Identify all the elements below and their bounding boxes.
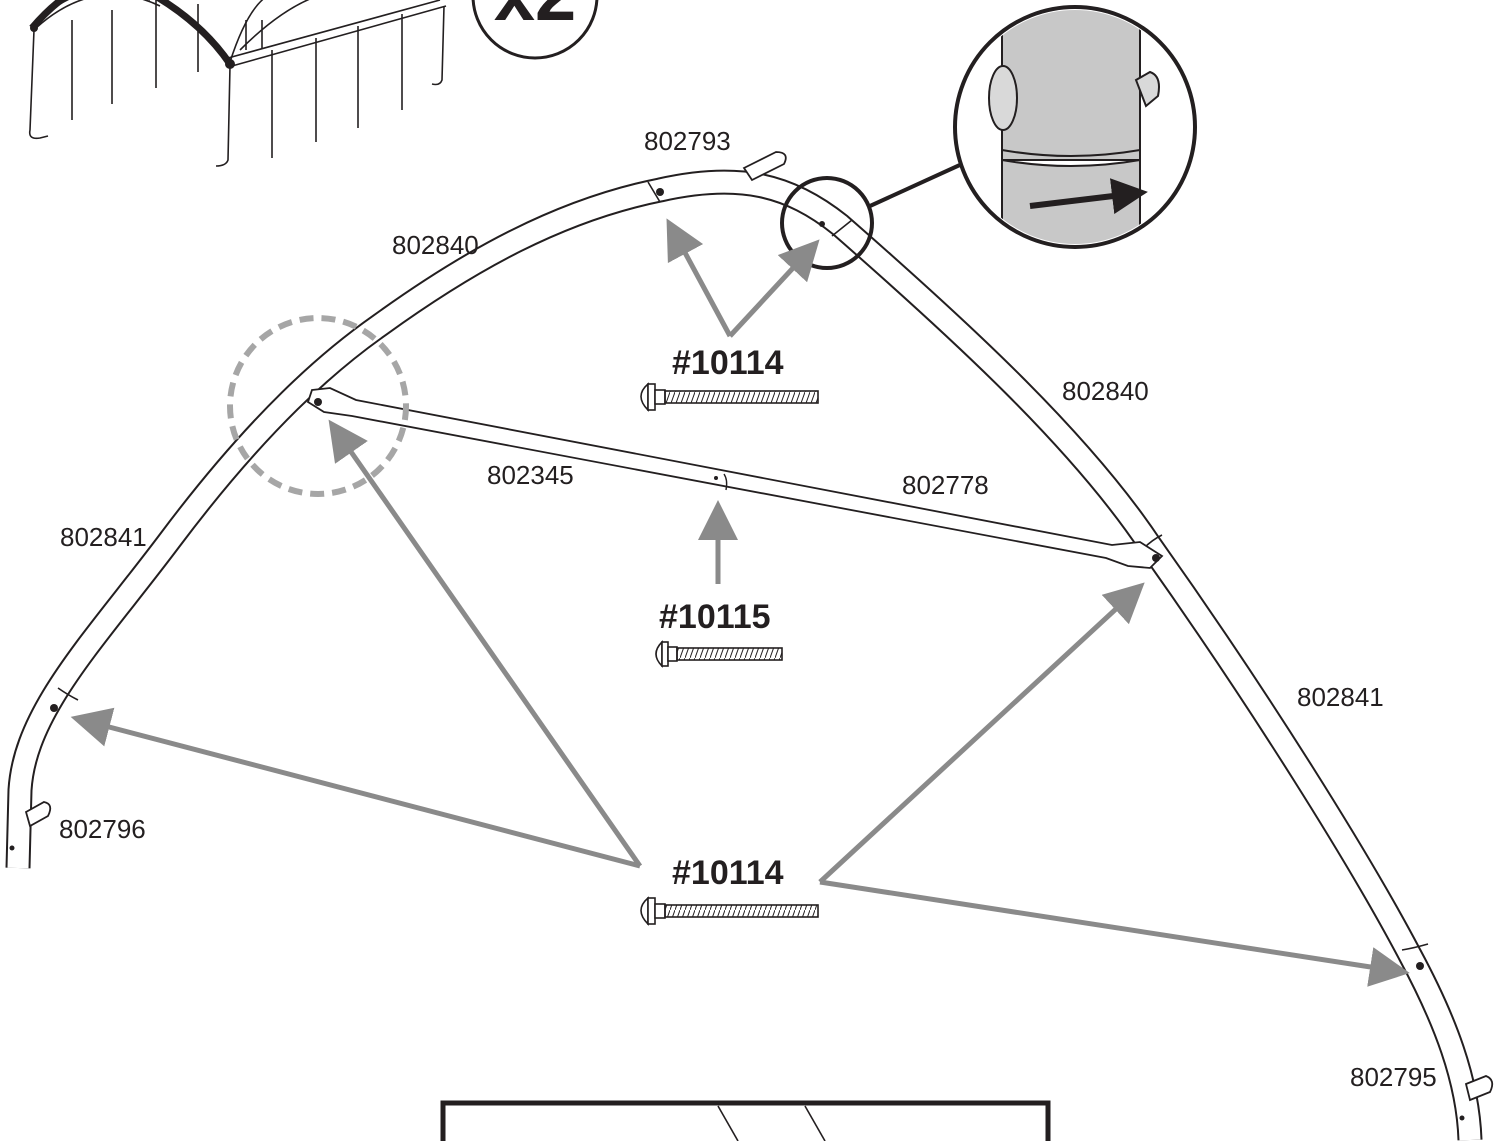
bolt-label-bottom: #10114	[672, 854, 784, 892]
zoom-leader	[869, 162, 963, 208]
part-label-802796: 802796	[59, 814, 146, 844]
bolt-top-icon	[640, 382, 819, 412]
stub-pins	[24, 151, 1494, 1102]
cross-bar	[306, 387, 1164, 569]
part-label-802841-left: 802841	[60, 522, 147, 552]
thumb-joint-left	[30, 24, 38, 32]
part-label-802795: 802795	[1350, 1062, 1437, 1092]
quantity-badge	[471, 0, 599, 60]
tube-joints	[57, 181, 1429, 951]
frame-thumbnail	[28, 0, 447, 167]
pointer-arrows	[70, 218, 1410, 987]
part-label-802840-left: 802840	[392, 230, 479, 260]
part-label-802841-right: 802841	[1297, 682, 1384, 712]
part-label-802345: 802345	[487, 460, 574, 490]
bolt-bottom-icon	[640, 896, 819, 926]
arch-tube	[5, 169, 1483, 1141]
part-label-802793: 802793	[644, 126, 731, 156]
highlight-circle	[227, 315, 409, 497]
detail-view	[953, 5, 1197, 249]
bolt-middle-icon	[655, 640, 783, 668]
zoom-circle	[780, 176, 874, 270]
inset-panel	[440, 1100, 1051, 1141]
thumb-joint	[225, 59, 235, 69]
bolt-label-middle: #10115	[659, 598, 771, 636]
bolt-label-top: #10114	[672, 344, 784, 382]
quantity-badge-text: x2	[494, 0, 576, 36]
highlighted-arch-thumbnail	[29, 0, 233, 66]
bolt-holes	[9, 188, 1465, 1121]
part-label-802840-right: 802840	[1062, 376, 1149, 406]
part-label-802778: 802778	[902, 470, 989, 500]
